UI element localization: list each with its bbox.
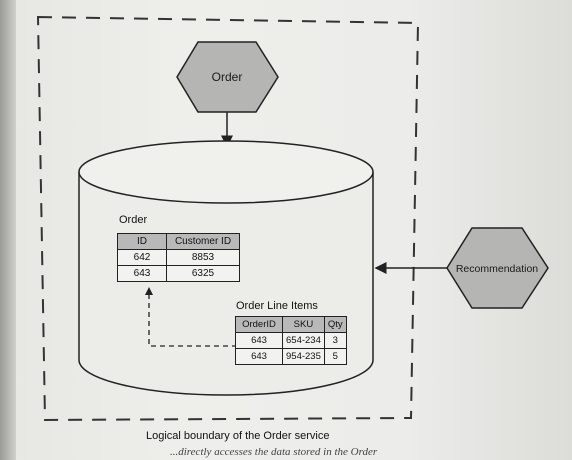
logical-boundary — [36, 15, 420, 422]
line-items-table-title: Order Line Items — [236, 300, 318, 312]
order-col-customer-id: Customer ID — [166, 233, 240, 250]
page-edge-shadow — [0, 0, 16, 460]
line-items-cell: 654-234 — [282, 332, 325, 349]
line-items-cell: 643 — [235, 348, 283, 365]
line-items-col-order-id: OrderID — [235, 316, 283, 333]
boundary-caption: Logical boundary of the Order service — [146, 430, 330, 442]
order-table-title: Order — [119, 214, 148, 226]
line-items-cell: 643 — [235, 332, 283, 349]
line-items-cell: 5 — [323, 348, 347, 365]
line-items-col-qty: Qty — [323, 316, 347, 333]
order-col-id: ID — [117, 233, 167, 250]
order-cell: 8853 — [166, 249, 240, 266]
line-items-cell: 3 — [323, 332, 347, 349]
table-row: 643 6325 — [117, 265, 240, 282]
order-cell: 643 — [117, 265, 167, 282]
order-cell: 642 — [117, 249, 167, 266]
table-row: 642 8853 — [117, 249, 240, 266]
database-top — [78, 140, 374, 204]
order-table: ID Customer ID 642 8853 643 6325 — [117, 233, 240, 282]
table-row: 643 654-234 3 — [235, 332, 347, 349]
order-service-label: Order — [212, 70, 243, 84]
foreign-key-arrow-head — [145, 287, 153, 295]
line-items-col-sku: SKU — [282, 316, 325, 333]
table-row: 643 954-235 5 — [235, 348, 347, 365]
line-items-table: OrderID SKU Qty 643 654-234 3 643 954-23… — [235, 316, 347, 365]
order-service-hexagon — [176, 41, 279, 113]
line-items-cell: 954-235 — [282, 348, 325, 365]
foreign-key-arrow — [148, 293, 237, 347]
recommendation-service-label: Recommendation — [456, 263, 538, 275]
footer-text-fragment: ...directly accesses the data stored in … — [170, 446, 378, 458]
order-cell: 6325 — [166, 265, 240, 282]
